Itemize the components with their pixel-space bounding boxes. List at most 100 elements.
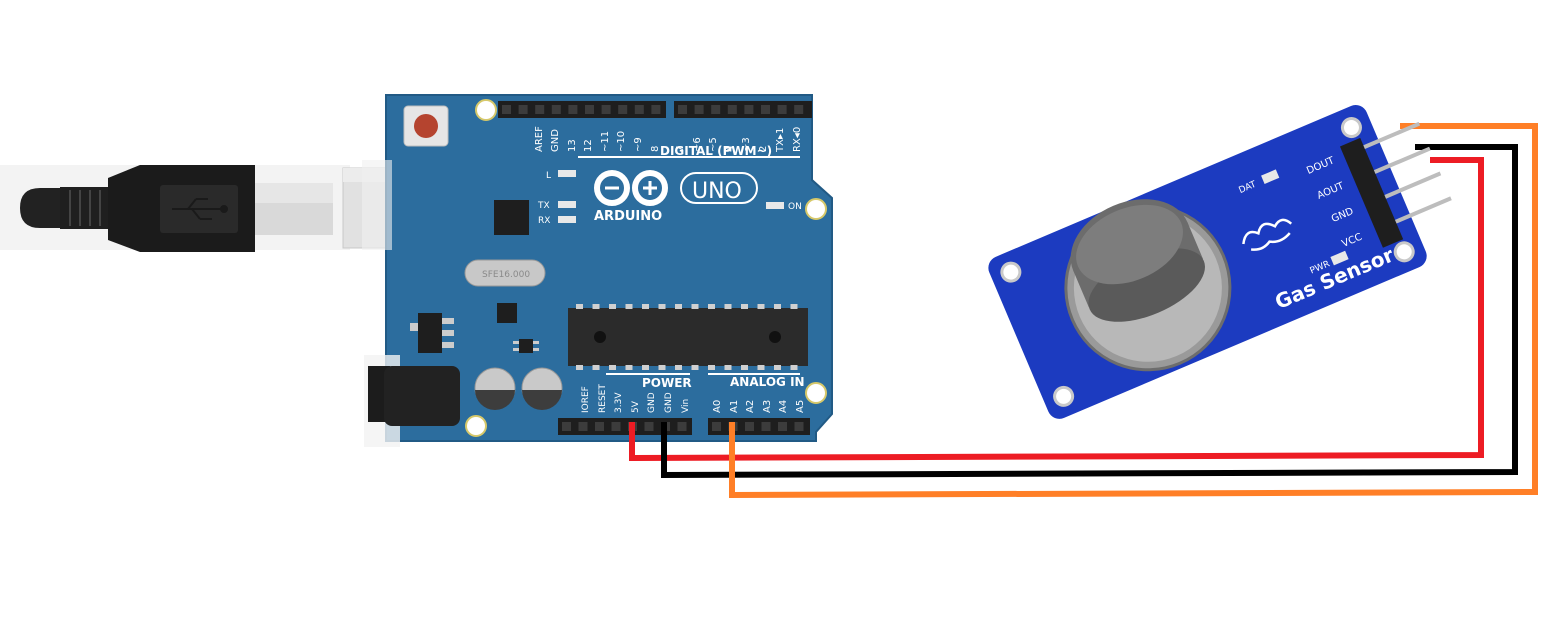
digital-pin-label: GND bbox=[550, 129, 561, 152]
wires bbox=[629, 123, 1538, 499]
svg-text:TX: TX bbox=[537, 201, 550, 211]
header-hole bbox=[568, 105, 578, 114]
header-hole bbox=[677, 422, 687, 431]
wire-red-5v-vcc bbox=[629, 157, 1484, 462]
voltage-regulator bbox=[410, 313, 454, 353]
header-hole bbox=[585, 105, 594, 114]
mounting-hole bbox=[805, 198, 827, 220]
mounting-hole bbox=[1393, 241, 1415, 263]
digital-pin-label: 8 bbox=[650, 146, 661, 152]
header-hole bbox=[745, 422, 754, 431]
digital-pin-label: AREF bbox=[534, 126, 545, 152]
mounting-hole bbox=[805, 382, 827, 404]
power-jack bbox=[364, 355, 460, 447]
arduino-brand: ARDUINO bbox=[594, 209, 662, 224]
digital-header bbox=[498, 101, 812, 118]
header-hole bbox=[761, 422, 771, 431]
header-hole bbox=[644, 422, 654, 431]
analog-pin-label: A5 bbox=[795, 400, 806, 413]
power-pin-label: GND bbox=[647, 392, 657, 413]
gas-sensor-module: DOUT AOUT GND VCC DAT PWR Gas Sensor bbox=[988, 105, 1452, 419]
mounting-hole bbox=[1000, 261, 1022, 283]
header-hole bbox=[794, 105, 804, 114]
usb-icon bbox=[172, 198, 228, 220]
header-hole bbox=[502, 105, 511, 114]
digital-pin-labels: AREF GND 13 12 ~11 ~10 ~9 8 7 ~6 ~5 4 ~3 2 TX▸1 RX◂0 bbox=[534, 126, 803, 153]
mounting-hole bbox=[475, 99, 497, 121]
header-hole bbox=[712, 422, 721, 431]
analog-pin-label: A2 bbox=[745, 400, 756, 413]
power-pin-label: 3.3V bbox=[614, 392, 624, 413]
header-hole bbox=[562, 422, 571, 431]
analog-pin-label: A1 bbox=[729, 400, 740, 413]
svg-text:L: L bbox=[546, 171, 551, 181]
digital-pin-label: 2 bbox=[758, 146, 769, 152]
header-hole bbox=[618, 105, 628, 114]
header-hole bbox=[694, 105, 704, 114]
reset-button[interactable] bbox=[403, 105, 449, 147]
usb-chip bbox=[494, 200, 529, 235]
crystal-oscillator: SFE16.000 bbox=[464, 259, 546, 287]
header-hole bbox=[727, 105, 737, 114]
sensor-logo bbox=[1242, 218, 1293, 251]
digital-pin-label: ~10 bbox=[616, 131, 627, 152]
arduino-uno-board: AREF GND 13 12 ~11 ~10 ~9 8 7 ~6 ~5 4 ~3 2 TX▸1 RX◂0 DI… bbox=[362, 94, 833, 447]
digital-pin-label: ~9 bbox=[633, 137, 644, 152]
digital-pin-label: 13 bbox=[567, 139, 578, 152]
led-tx: TX bbox=[537, 201, 576, 211]
power-header-label: POWER bbox=[642, 376, 692, 390]
power-header bbox=[558, 418, 810, 435]
svg-text:ON: ON bbox=[788, 202, 802, 212]
small-transistor bbox=[513, 339, 539, 353]
led-on: ON bbox=[766, 202, 802, 212]
arduino-logo: ARDUINO bbox=[594, 170, 668, 224]
svg-text:UNO: UNO bbox=[692, 179, 742, 204]
svg-text:SFE16.000: SFE16.000 bbox=[482, 270, 530, 280]
header-hole bbox=[518, 105, 528, 114]
header-hole bbox=[678, 105, 687, 114]
header-hole bbox=[601, 105, 611, 114]
power-pin-label: IOREF bbox=[581, 386, 591, 413]
header-hole bbox=[744, 105, 754, 114]
header-hole bbox=[551, 105, 561, 114]
led-l: L bbox=[546, 170, 576, 181]
digital-pin-label: RX◂0 bbox=[792, 127, 803, 152]
svg-text:RX: RX bbox=[538, 216, 550, 226]
capacitor bbox=[474, 367, 516, 410]
header-hole bbox=[651, 105, 661, 114]
wire-black-gnd-gnd bbox=[661, 144, 1518, 479]
header-hole bbox=[634, 105, 644, 114]
digital-header-label: DIGITAL (PWM~) bbox=[660, 144, 772, 158]
header-hole bbox=[535, 105, 545, 114]
digital-pin-label: ~3 bbox=[741, 137, 752, 152]
header-hole bbox=[794, 422, 804, 431]
header-hole bbox=[778, 422, 787, 431]
digital-pin-label: 7 bbox=[675, 146, 686, 152]
wire-orange-a1-aout bbox=[729, 123, 1538, 499]
power-pin-label: 5V bbox=[631, 400, 641, 413]
analog-pin-label: A0 bbox=[712, 400, 723, 413]
digital-pin-label: 4 bbox=[725, 146, 736, 152]
header-hole bbox=[777, 105, 787, 114]
small-chip bbox=[497, 303, 517, 323]
digital-pin-label: TX▸1 bbox=[775, 128, 786, 153]
atmega-chip bbox=[568, 304, 808, 370]
mounting-hole bbox=[1340, 117, 1362, 139]
digital-pin-label: ~5 bbox=[708, 137, 719, 152]
header-hole bbox=[595, 422, 604, 431]
header-hole bbox=[611, 422, 621, 431]
header-hole bbox=[761, 105, 770, 114]
digital-pin-label: 12 bbox=[583, 139, 594, 152]
digital-pin-label: ~6 bbox=[692, 137, 703, 152]
mounting-hole bbox=[1053, 385, 1075, 407]
gas-sensor-element bbox=[1064, 199, 1232, 372]
capacitor bbox=[521, 367, 563, 410]
header-hole bbox=[711, 105, 721, 114]
digital-pin-label: ~11 bbox=[600, 131, 611, 152]
sensor-pin-header bbox=[1339, 121, 1452, 248]
power-pin-label: Vin bbox=[681, 399, 691, 413]
mounting-hole bbox=[465, 415, 487, 437]
